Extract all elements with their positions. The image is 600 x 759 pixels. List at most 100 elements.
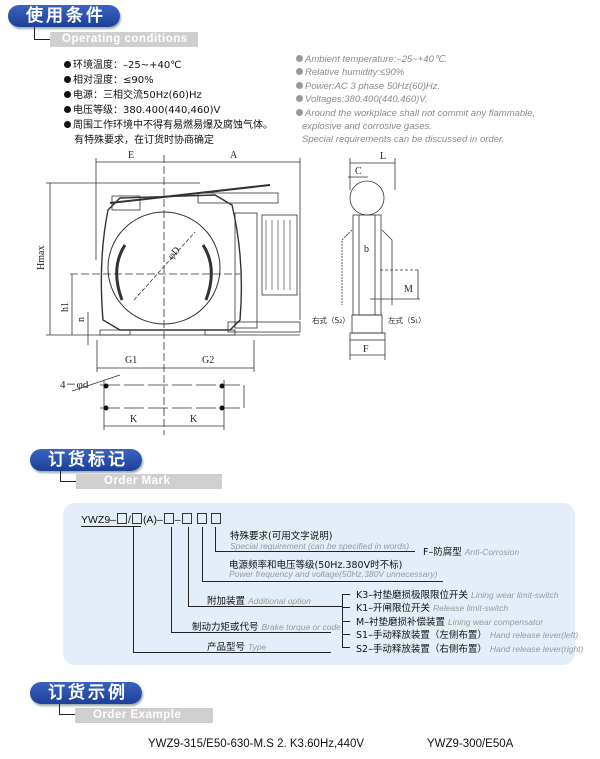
label-right-type: 右式（S₂） <box>312 315 350 325</box>
code-slot <box>196 513 207 524</box>
section-subtitle-order-mark: Order Mark <box>76 474 222 489</box>
condition-en-3: Power:AC 3 phase 50Hz(60)Hz. <box>296 81 440 92</box>
special-requirement-en: Special requirement (can be specified in… <box>230 541 410 551</box>
leader-line <box>171 632 331 633</box>
leader-line <box>188 527 189 606</box>
condition-text: Voltages:380.400(440.460)V. <box>305 94 428 105</box>
code-slot <box>117 513 128 524</box>
tick <box>342 634 350 635</box>
special-requirement-label: 特殊要求(可用文字说明) <box>230 528 332 542</box>
leader-line <box>215 551 415 552</box>
condition-text: Ambient temperature:–25~+40℃. <box>305 54 448 65</box>
dim-label-G1: G1 <box>125 355 137 366</box>
condition-cn-5: 周围工作环境中不得有易燃易爆及腐蚀气体。 <box>64 116 273 131</box>
label-cn: K1–开闸限位开关 <box>356 603 431 614</box>
brake-technical-drawing: E A Hmax h1 n φD G1 G2 4－φd K K L C b M … <box>36 150 426 435</box>
condition-en-1: Ambient temperature:–25~+40℃. <box>296 54 447 65</box>
condition-en-extra-1: explosive and corrosive gases. <box>302 121 432 132</box>
options-bracket <box>342 594 343 647</box>
label-cn: M–衬垫磨损补偿装置 <box>356 617 445 628</box>
label-en: Hand release lever(right) <box>489 644 584 654</box>
label-en: Type <box>248 642 267 652</box>
condition-cn-1: 环境温度：–25~+40℃ <box>64 56 181 71</box>
order-code-pattern: YWZ9–/(A)–– <box>81 513 222 526</box>
section-title-order-example: 订货示例 <box>30 682 142 704</box>
leader-line <box>133 652 331 653</box>
condition-text: 相对湿度：≤90% <box>73 75 154 86</box>
bullet-icon <box>64 76 71 83</box>
dim-label-b: b <box>364 244 369 255</box>
condition-text: 电源：三相交流50Hz(60)Hz <box>73 90 202 101</box>
order-mark-panel <box>63 503 575 665</box>
section-subtitle-operating: Operating conditions <box>50 32 198 47</box>
condition-en-5: Around the workplace shall not commit an… <box>296 108 535 119</box>
label-cn: S2–手动释放装置（右侧布置） <box>356 644 487 655</box>
label-en: Brake torque or code <box>261 622 341 632</box>
label-en: Lining wear limit-switch <box>471 590 559 600</box>
code-slot <box>211 513 222 524</box>
label-en: Hand release lever(left) <box>489 630 579 640</box>
dim-label-G2: G2 <box>202 355 214 366</box>
label-cn: K3–衬垫磨损极限限位开关 <box>356 590 469 601</box>
label-cn: S1–手动释放装置（左侧布置） <box>356 630 487 641</box>
condition-cn-extra: 有特殊要求，在订货时协商确定 <box>74 135 214 146</box>
power-label: 电源频率和电压等级(50Hz.380V时不标) <box>229 557 402 571</box>
condition-cn-2: 相对湿度：≤90% <box>64 71 154 86</box>
code-slot <box>131 513 142 524</box>
code-sep: / <box>128 514 131 526</box>
bullet-icon <box>296 55 303 62</box>
dim-label-E: E <box>128 150 134 161</box>
dim-label-Hmax: Hmax <box>36 246 47 270</box>
condition-en-extra-2: Special requirements can be discussed in… <box>302 134 505 145</box>
label-en: Lining wear compensator <box>447 617 543 627</box>
code-a: (A)– <box>142 514 163 526</box>
tick <box>342 647 350 648</box>
condition-text: Power:AC 3 phase 50Hz(60)Hz. <box>305 81 441 92</box>
section-subtitle-order-example: Order Example <box>75 708 213 723</box>
bullet-icon <box>64 61 71 68</box>
bullet-icon <box>64 121 71 128</box>
condition-en-4: Voltages:380.400(440.460)V. <box>296 94 428 105</box>
label-cn: 电源频率和电压等级(50Hz.380V时不标) <box>229 560 403 571</box>
order-example-2: YWZ9-300/E50A <box>427 738 514 750</box>
leader-line <box>133 527 134 652</box>
section-title-operating: 使用条件 <box>8 5 120 27</box>
dim-label-L: L <box>380 151 386 162</box>
condition-text: 环境温度：–25~+40℃ <box>73 60 182 71</box>
label-cn: 制动力矩或代号 <box>192 622 259 633</box>
option-s2: S2–手动释放装置（右侧布置）Hand release lever(right) <box>356 641 583 655</box>
leader-line <box>171 527 172 632</box>
dim-label-F: F <box>363 344 369 355</box>
condition-text: 周围工作环境中不得有易燃易爆及腐蚀气体。 <box>73 120 273 131</box>
dim-label-A: A <box>230 150 238 161</box>
bullet-icon <box>296 95 303 102</box>
condition-cn-4: 电压等级：380.400(440,460)V <box>64 101 220 116</box>
leader-line <box>202 581 443 582</box>
tick <box>342 607 350 608</box>
code-slot <box>181 513 192 524</box>
condition-cn-3: 电源：三相交流50Hz(60)Hz <box>64 86 202 101</box>
bullet-icon <box>64 91 71 98</box>
bullet-icon <box>296 82 303 89</box>
label-en: Additional option <box>248 596 311 606</box>
label-en: Release limit-switch <box>433 603 509 613</box>
underline <box>81 526 141 527</box>
bracket-line <box>60 471 77 482</box>
dim-label-M: M <box>404 284 413 295</box>
code-dash: – <box>174 514 181 526</box>
label-left-type: 左式（S₁） <box>388 315 426 325</box>
bracket-line <box>59 704 76 715</box>
tick <box>342 594 350 595</box>
condition-text: Around the workplace shall not commit an… <box>305 108 536 119</box>
bullet-icon <box>64 106 71 113</box>
leader-line <box>215 527 216 551</box>
condition-en-2: Relative humidity:≤90% <box>296 67 404 78</box>
order-example-1: YWZ9-315/E50-630-M.S 2. K3.60Hz,440V <box>148 738 365 750</box>
